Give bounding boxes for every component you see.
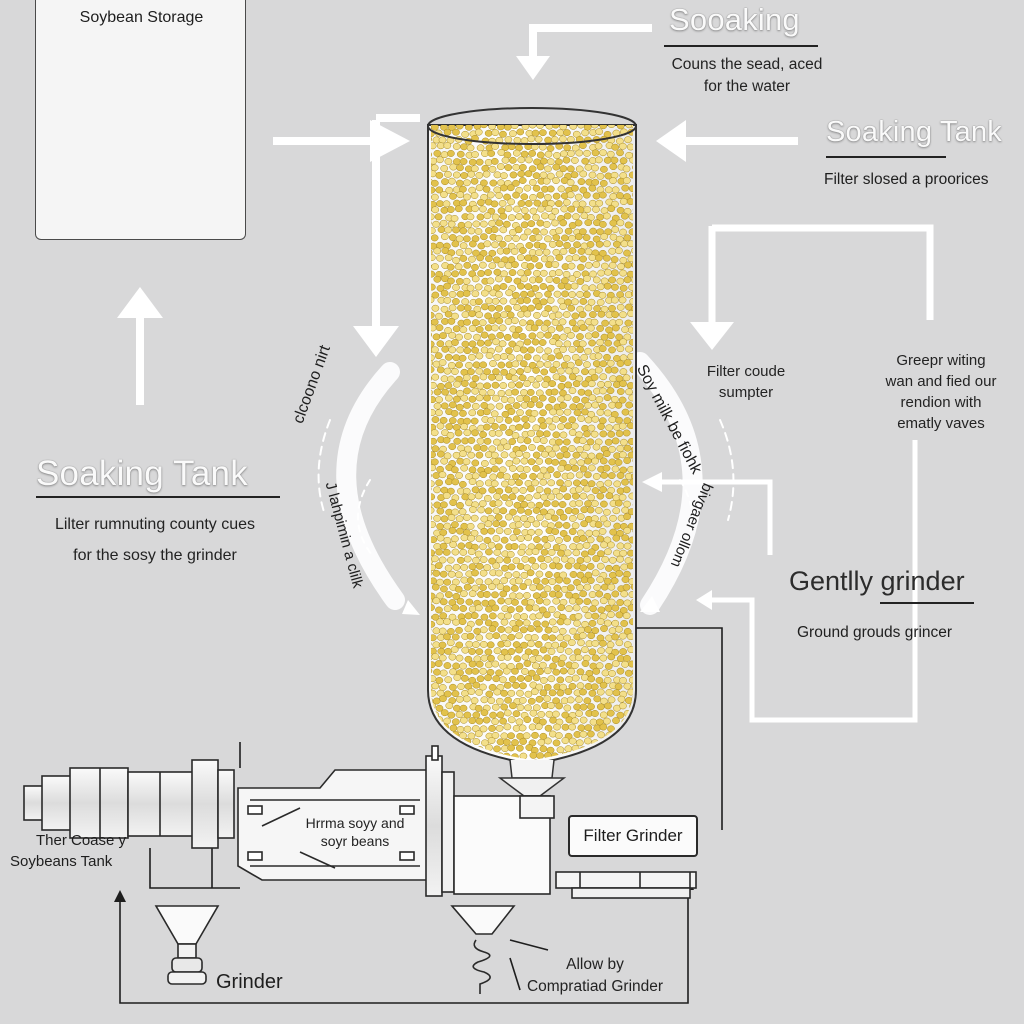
top-line-1: Couns the sead, aced [671, 56, 823, 73]
filter-note-line-2: sumpter [718, 384, 774, 401]
bottom-allow-line-1: Allow by [566, 956, 624, 973]
tank-left-underline [36, 496, 280, 498]
circulation-arrows [317, 352, 735, 615]
right-note-line-2: wan and fied our [885, 373, 997, 390]
top-title: Sooaking [669, 2, 800, 37]
soaking-tank [427, 107, 637, 797]
top-line-2: for the water [703, 78, 791, 95]
tank-soybeans [431, 125, 633, 760]
machine-body-line-2: soyr beans [320, 833, 390, 849]
tank-right-underline [826, 156, 946, 158]
gentle-title: Gentlly grinder [789, 566, 965, 596]
storage-title: Soybean Storage [79, 9, 204, 26]
gentle-underline [880, 602, 974, 604]
tank-left-title: Soaking Tank [36, 454, 248, 493]
tank-left-line-2: for the sosy the grinder [73, 547, 237, 564]
right-note-line-1: Greepr witing [896, 352, 986, 369]
gentle-line: Ground grouds grincer [797, 624, 953, 641]
filter-note-line-1: Filter coude [706, 363, 786, 380]
storage-card: Soybean Storage [35, 0, 246, 240]
machine-left-line-1: Ther Coase y [36, 832, 127, 849]
filter-grinder-box: Filter Grinder [568, 815, 698, 857]
tank-right-title: Soaking Tank [826, 116, 1002, 148]
filter-grinder-label: Filter Grinder [583, 826, 683, 845]
bottom-allow-line-2: Compratiad Grinder [526, 978, 664, 995]
machine-left-line-2: Soybeans Tank [10, 853, 113, 870]
flow-arrows [117, 24, 934, 723]
bottom-grinder-label: Grinder [216, 971, 283, 993]
right-note-line-3: rendion with [900, 394, 982, 411]
right-note-line-4: ematly vaves [897, 415, 985, 432]
top-title-underline [664, 45, 818, 47]
grinding-machine [23, 745, 697, 994]
tank-right-line: Filter slosed a proorices [824, 171, 989, 188]
machine-body-line-1: Hrrma soyy and [305, 815, 405, 831]
tank-left-line-1: Lilter rumnuting county cues [54, 516, 256, 533]
